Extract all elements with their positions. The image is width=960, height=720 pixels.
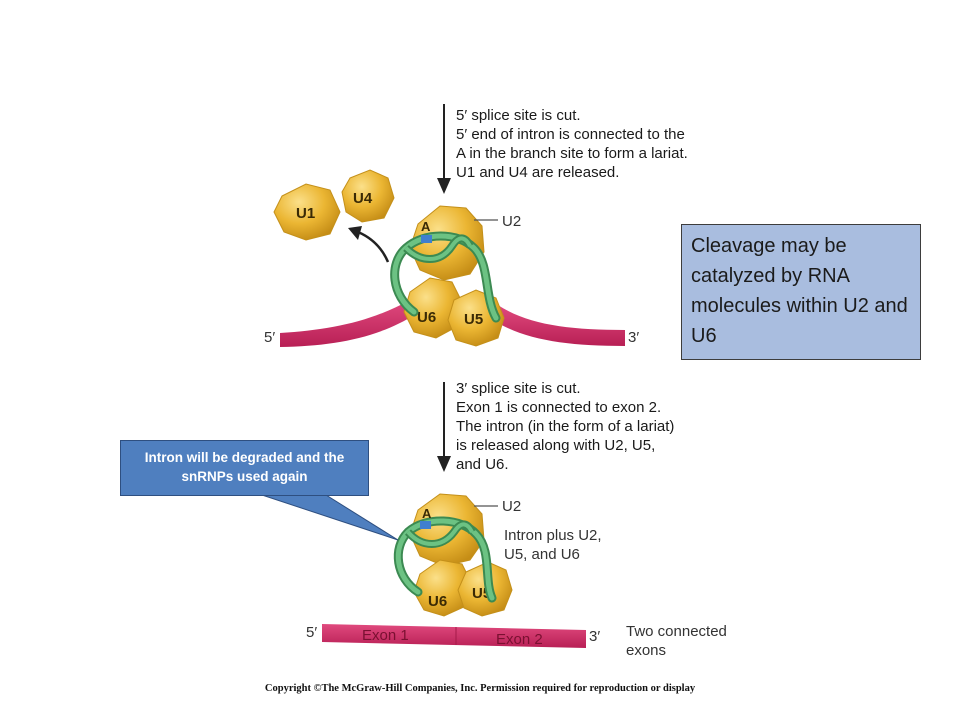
step2-line-3: The intron (in the form of a lariat) (456, 418, 674, 435)
intron-plus-line-1: Intron plus U2, (504, 527, 602, 544)
exon2-label: Exon 2 (496, 631, 543, 648)
snrnp-u6-complex1: U6 (403, 277, 463, 339)
step2-line-4: is released along with U2, U5, (456, 437, 655, 454)
speech-callout-tail (261, 494, 399, 541)
a-label-2: A (422, 506, 432, 521)
intron-lariat-1 (390, 231, 501, 323)
three-prime-2: 3′ (589, 628, 600, 645)
intron-lariat-2 (393, 516, 497, 603)
two-connected-line-1: Two connected (626, 623, 727, 640)
cleavage-callout: Cleavage may be catalyzed by RNA molecul… (681, 224, 921, 360)
five-prime-1: 5′ (264, 329, 275, 346)
connected-exons (322, 624, 586, 648)
snrnp-u2-complex2 (409, 493, 485, 567)
branch-site-1 (421, 235, 432, 243)
copyright-notice: Copyright ©The McGraw-Hill Companies, In… (264, 683, 696, 694)
u1-label: U1 (296, 205, 315, 222)
u6-label-1: U6 (417, 309, 436, 326)
step2-line-2: Exon 1 is connected to exon 2. (456, 399, 661, 416)
intron-plus-line-2: U5, and U6 (504, 546, 580, 563)
release-arrow (357, 230, 390, 263)
step2-line-5: and U6. (456, 456, 509, 473)
u2-label-2: U2 (502, 498, 521, 515)
u4-label: U4 (353, 190, 373, 207)
snrnp-u4: U4 (341, 169, 395, 223)
a-label-1: A (421, 219, 431, 234)
step1-line-1: 5′ splice site is cut. (456, 107, 581, 124)
step2-arrow (437, 382, 451, 472)
exon1-label: Exon 1 (362, 627, 409, 644)
u2-label-1: U2 (502, 213, 521, 230)
u6-label-2: U6 (428, 593, 447, 610)
u5-label-1: U5 (464, 311, 483, 328)
branch-site-2 (420, 521, 431, 529)
step1-line-4: U1 and U4 are released. (456, 164, 619, 181)
step1-arrow (437, 104, 451, 194)
snrnp-u1: U1 (273, 183, 341, 241)
three-prime-1: 3′ (628, 329, 639, 346)
degradation-callout: Intron will be degraded and the snRNPs u… (120, 440, 369, 496)
step1-line-3: A in the branch site to form a lariat. (456, 145, 688, 162)
two-connected-line-2: exons (626, 642, 666, 659)
exon-strand-right-1 (490, 305, 625, 346)
five-prime-2: 5′ (306, 624, 317, 641)
step2-line-1: 3′ splice site is cut. (456, 380, 581, 397)
step1-line-2: 5′ end of intron is connected to the (456, 126, 685, 143)
exon-strand-left-1 (280, 300, 416, 347)
